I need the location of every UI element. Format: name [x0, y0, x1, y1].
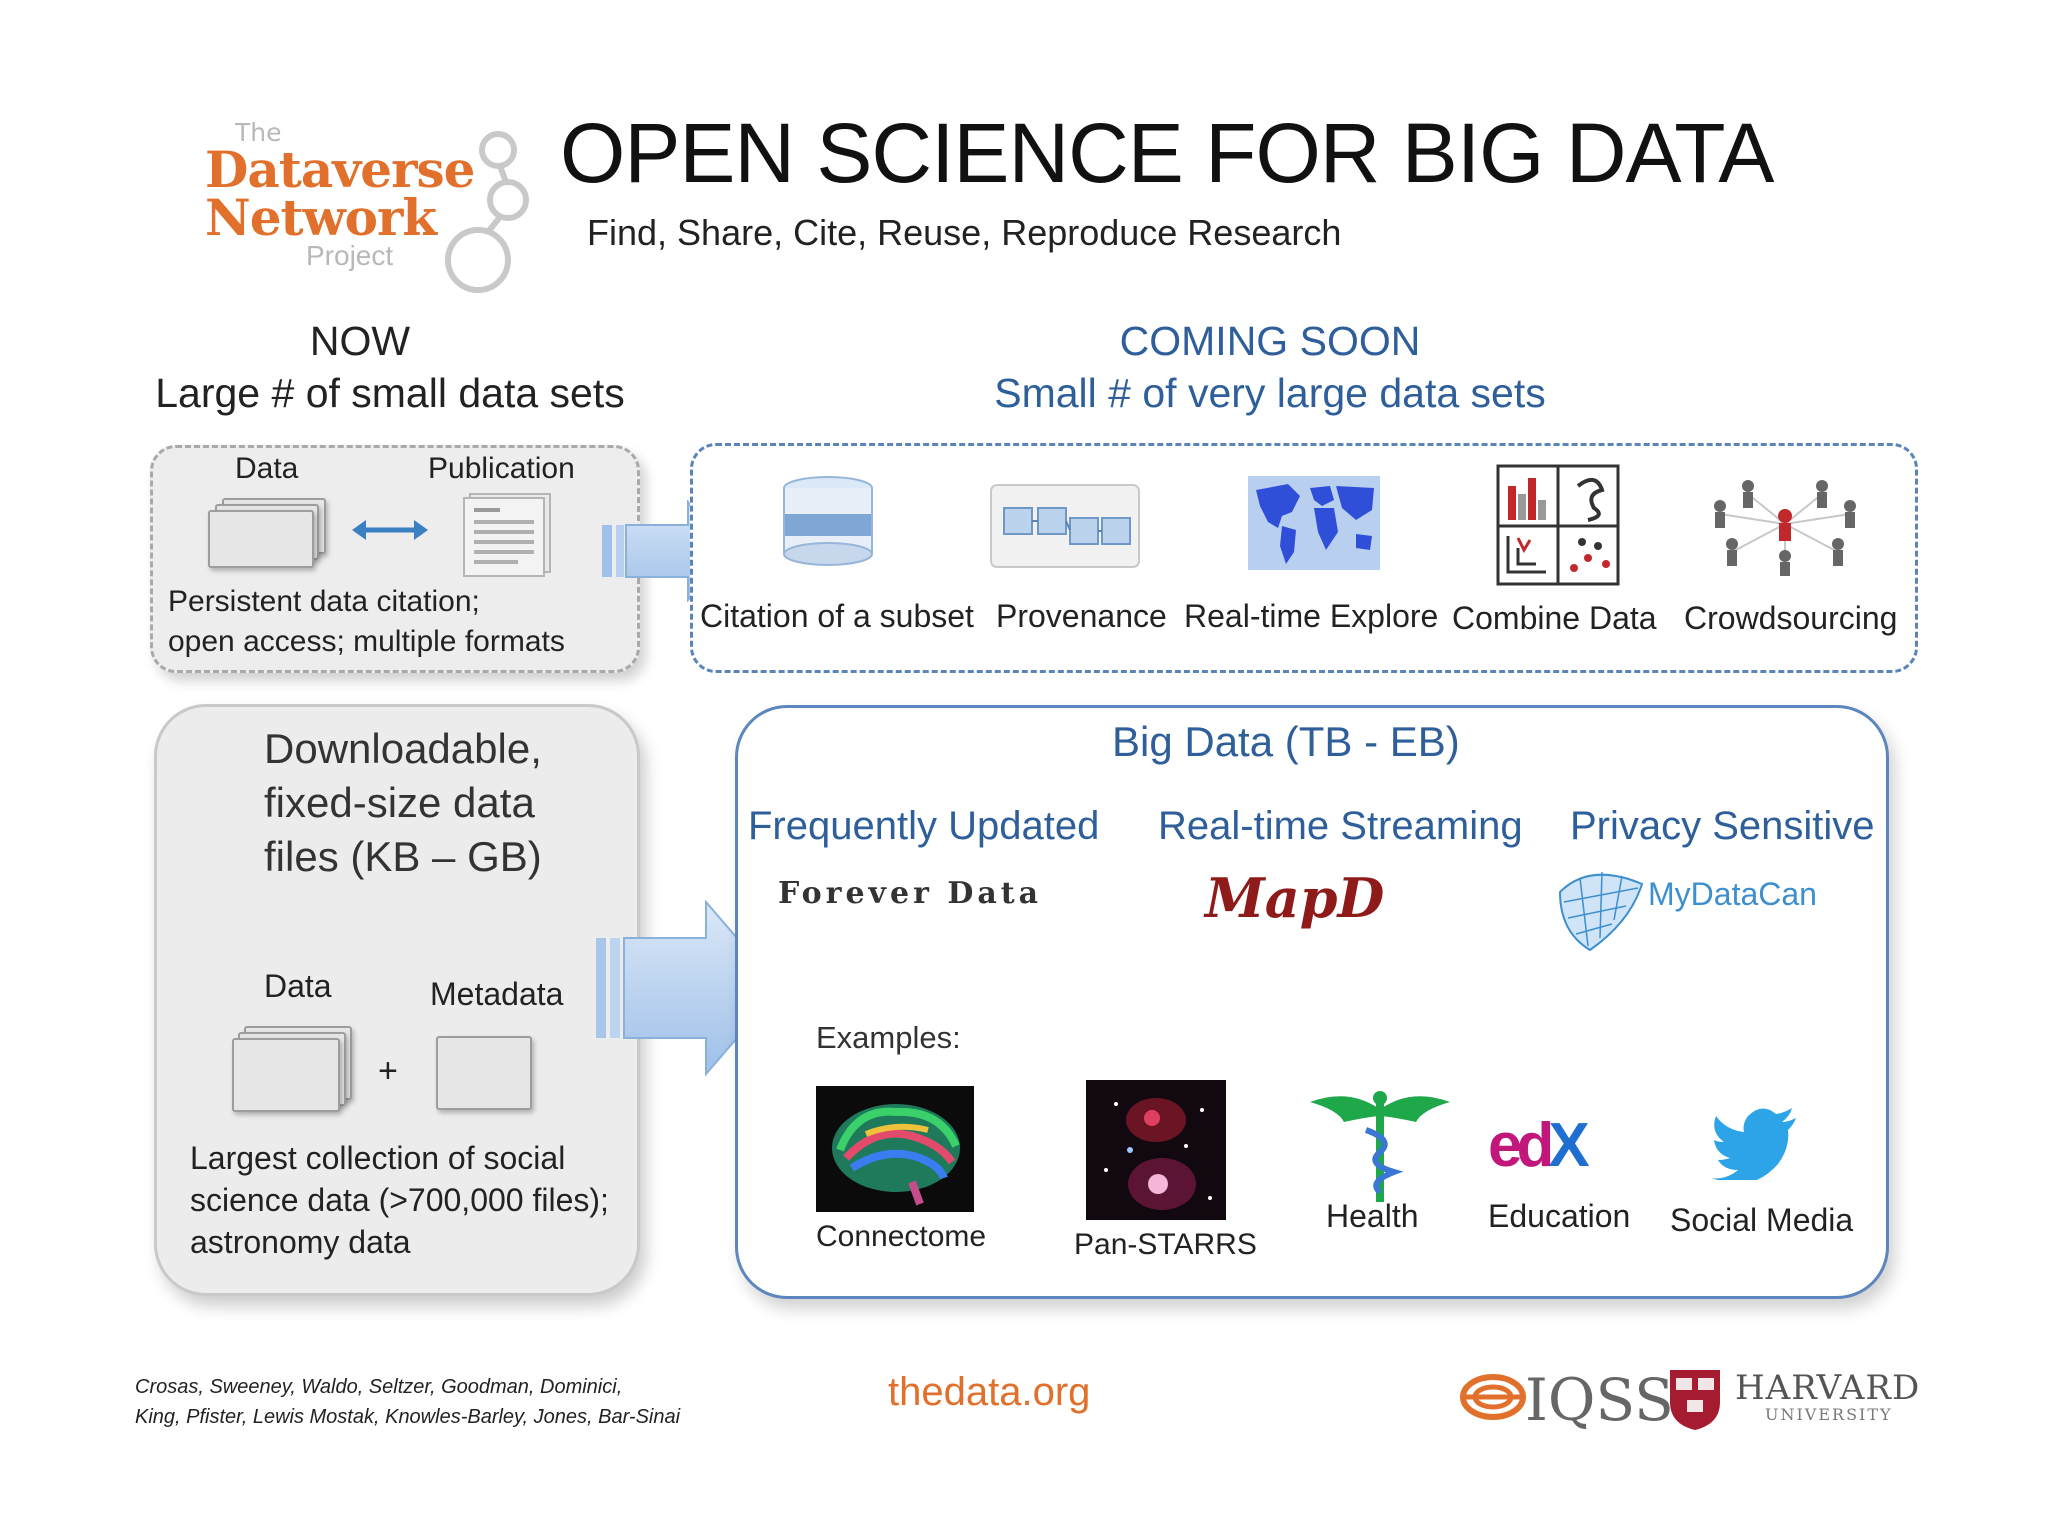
mapd-logo: MapD	[1205, 866, 1385, 930]
example-label-health: Health	[1326, 1198, 1419, 1234]
coming-soon-subheading: Small # of very large data sets	[994, 370, 1546, 416]
world-map-icon	[1248, 476, 1380, 570]
credits-line1: Crosas, Sweeney, Waldo, Seltzer, Goodman…	[135, 1376, 623, 1398]
credits: Crosas, Sweeney, Waldo, Seltzer, Goodman…	[135, 1372, 680, 1432]
provenance-flow-icon	[990, 484, 1140, 568]
edx-logo-icon: edX	[1488, 1111, 1590, 1180]
twitter-bird-icon	[1712, 1108, 1796, 1180]
example-label-education: Education	[1488, 1198, 1631, 1234]
publication-doc-icon	[463, 493, 551, 577]
feature-label-crowdsourcing: Crowdsourcing	[1684, 600, 1898, 636]
now-box	[150, 445, 640, 673]
examples-label: Examples:	[816, 1020, 961, 1055]
double-arrow-icon	[352, 520, 428, 540]
combine-charts-icon	[1496, 464, 1620, 586]
credits-line2: King, Pfister, Lewis Mostak, Knowles-Bar…	[135, 1406, 681, 1428]
logo-network-text: Network	[205, 188, 437, 247]
feature-label-combine-data: Combine Data	[1452, 600, 1657, 636]
downloadable-line3: files (KB – GB)	[264, 833, 542, 880]
downloadable-metadata-label: Metadata	[430, 976, 564, 1012]
example-label-social-media: Social Media	[1670, 1202, 1854, 1238]
example-label-panstarrs: Pan-STARRS	[1074, 1228, 1257, 1261]
page-title: OPEN SCIENCE FOR BIG DATA	[560, 106, 1774, 200]
brain-scan-icon	[816, 1086, 974, 1212]
iqss-logo-icon	[1460, 1374, 1526, 1420]
mydatacan-logo: MyDataCan	[1648, 876, 1817, 912]
now-caption-line2: open access; multiple formats	[168, 625, 565, 658]
now-subheading: Large # of small data sets	[155, 370, 625, 416]
forever-data-logo: Forever Data	[778, 876, 1043, 911]
downloadable-caption-line2: science data (>700,000 files);	[190, 1182, 609, 1218]
feature-label-provenance: Provenance	[996, 598, 1167, 634]
nebula-image-icon	[1086, 1080, 1226, 1220]
feature-label-citation: Citation of a subset	[700, 598, 974, 634]
page-subtitle: Find, Share, Cite, Reuse, Reproduce Rese…	[587, 212, 1342, 253]
example-label-connectome: Connectome	[816, 1220, 987, 1253]
downloadable-title: Downloadable, fixed-size data files (KB …	[264, 722, 542, 884]
database-icon	[783, 476, 873, 566]
downloadable-line2: fixed-size data	[264, 779, 535, 826]
harvard-shield-icon	[1670, 1370, 1720, 1430]
downloadable-caption-line3: astronomy data	[190, 1224, 411, 1260]
downloadable-line1: Downloadable,	[264, 725, 542, 772]
harvard-university-text: UNIVERSITY	[1765, 1405, 1893, 1424]
plus-sign: +	[378, 1052, 398, 1090]
big-data-heading: Big Data (TB - EB)	[1112, 718, 1460, 765]
now-heading: NOW	[309, 318, 411, 364]
now-caption-line1: Persistent data citation;	[168, 585, 480, 618]
site-url-link[interactable]: thedata.org	[888, 1370, 1091, 1414]
metadata-file-icon	[436, 1036, 532, 1110]
category-realtime-streaming: Real-time Streaming	[1158, 804, 1523, 848]
iqss-text: IQSS	[1525, 1366, 1674, 1434]
downloadable-box	[154, 704, 640, 1296]
caduceus-icon	[1310, 1091, 1450, 1202]
downloadable-data-label: Data	[264, 968, 332, 1004]
feature-label-realtime-explore: Real-time Explore	[1184, 598, 1439, 634]
coming-soon-heading: COMING SOON	[1119, 318, 1421, 364]
harvard-text: HARVARD	[1735, 1368, 1921, 1408]
now-publication-label: Publication	[428, 452, 575, 485]
logo-project-text: Project	[306, 240, 394, 271]
people-network-icon	[1714, 480, 1856, 576]
downloadable-caption-line1: Largest collection of social	[190, 1140, 566, 1176]
category-frequently-updated: Frequently Updated	[748, 804, 1100, 848]
mydatacan-globe-icon	[1558, 871, 1644, 952]
logo-dataverse-text: Dataverse	[205, 140, 475, 199]
category-privacy-sensitive: Privacy Sensitive	[1570, 804, 1875, 848]
logo-the-text: The	[235, 118, 282, 147]
logo-circles-icon	[445, 131, 529, 293]
now-data-label: Data	[235, 452, 299, 485]
